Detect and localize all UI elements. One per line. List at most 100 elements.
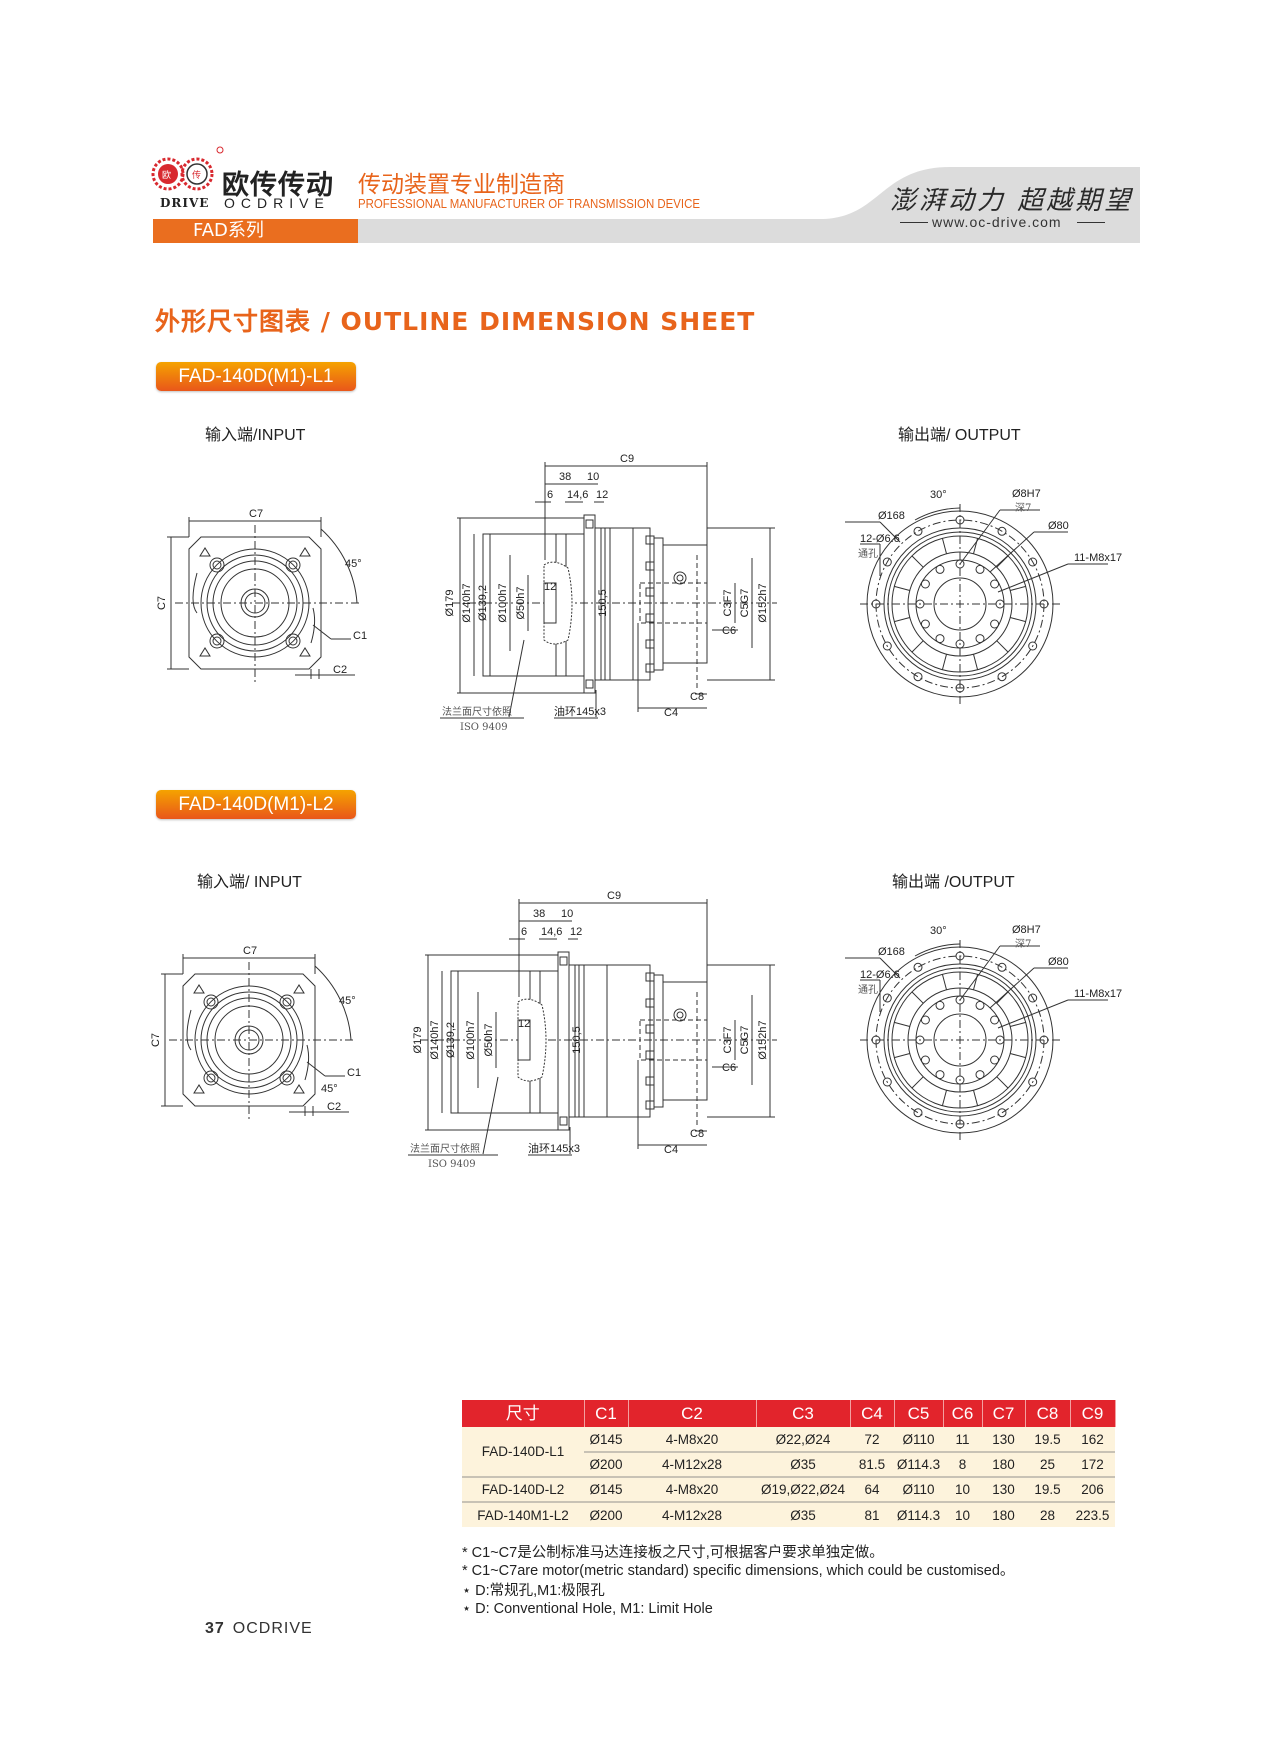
table-header-row: 尺寸 C1 C2 C3 C4 C5 C6 C7 C8 C9 xyxy=(462,1400,1116,1427)
footer-brand: OCDRIVE xyxy=(232,1620,313,1637)
table-cell: Ø35 xyxy=(756,1501,850,1527)
table-cell: 81 xyxy=(850,1501,894,1527)
dimension-table: 尺寸 C1 C2 C3 C4 C5 C6 C7 C8 C9 FAD-140D-L… xyxy=(462,1400,1116,1527)
table-cell: 180 xyxy=(982,1501,1025,1527)
dim-label-d6: 6 xyxy=(521,926,527,938)
table-cell: Ø19,Ø22,Ø24 xyxy=(756,1476,850,1502)
dim-label-threads: 11-M8x17 xyxy=(1074,988,1122,1000)
table-cell: 4-M8x20 xyxy=(628,1476,756,1502)
dim-label-pin: Ø8H7 xyxy=(1012,488,1041,500)
table-cell: Ø200 xyxy=(584,1501,628,1527)
dim-label-c4: C4 xyxy=(664,1144,678,1156)
dim-label-d1392: Ø139,2 xyxy=(445,1022,457,1058)
pin-depth: 深7 xyxy=(1015,938,1031,950)
table-cell: Ø114.3 xyxy=(894,1451,943,1477)
dim-label-d146: 14,6 xyxy=(541,926,562,938)
note: ⋆ D: Conventional Hole, M1: Limit Hole xyxy=(462,1601,713,1617)
dim-label-d50: Ø50h7 xyxy=(483,1023,495,1056)
dim-label-angle45: 45° xyxy=(321,1083,338,1095)
dim-label-c1: C1 xyxy=(347,1067,361,1079)
table-cell: 64 xyxy=(850,1476,894,1502)
note: * C1~C7是公制标准马达连接板之尺寸,可根据客户要求单独定做。 xyxy=(462,1545,884,1561)
dim-label-c8: C8 xyxy=(690,691,704,703)
dim-label-d12: 12 xyxy=(570,926,582,938)
dim-label-d1392: Ø139,2 xyxy=(477,585,489,621)
pin-depth: 深7 xyxy=(1015,502,1031,514)
dim-label-c3: C3F7 xyxy=(722,590,734,617)
table-cell: Ø200 xyxy=(584,1451,628,1477)
dim-label-c7: C7 xyxy=(249,508,263,520)
logo-en-right: OCDRIVE xyxy=(224,195,330,211)
model-badge-l1: FAD-140D(M1)-L1 xyxy=(156,362,356,391)
note: ⋆ D:常规孔,M1:极限孔 xyxy=(462,1583,605,1599)
dim-label-c6: C6 xyxy=(722,625,736,637)
table-cell: 25 xyxy=(1025,1451,1070,1477)
col-header: C8 xyxy=(1025,1400,1071,1427)
dim-label-d38: 38 xyxy=(533,908,545,920)
dim-label-pin: Ø8H7 xyxy=(1012,924,1041,936)
output-view-label: 输出端 /OUTPUT xyxy=(892,874,1015,891)
model-badge-l2: FAD-140D(M1)-L2 xyxy=(156,790,356,819)
through-hole-note: 通孔 xyxy=(858,548,878,560)
dim-label-pcd80: Ø80 xyxy=(1048,956,1069,968)
col-header: C2 xyxy=(628,1400,757,1427)
dim-label-c7: C7 xyxy=(243,945,257,957)
model-cell: FAD-140D-L1 xyxy=(462,1427,584,1477)
table-cell: 19.5 xyxy=(1025,1427,1070,1452)
dim-label-d140: Ø140h7 xyxy=(461,583,473,622)
divider xyxy=(1077,222,1105,223)
table-cell: 180 xyxy=(982,1451,1025,1477)
series-label: FAD系列 xyxy=(153,219,358,243)
logo-badge-left: 欧 xyxy=(162,170,172,180)
dim-label-d10: 10 xyxy=(587,471,599,483)
table-cell: 162 xyxy=(1070,1427,1115,1452)
dim-label-pcd168: Ø168 xyxy=(878,510,905,522)
dim-label-c6: C6 xyxy=(722,1062,736,1074)
table-cell: Ø35 xyxy=(756,1451,850,1477)
table-cell: 4-M12x28 xyxy=(628,1451,756,1477)
input-view-label: 输入端/INPUT xyxy=(205,427,306,444)
dim-label-holes12: 12-Ø6.6 xyxy=(860,969,900,981)
flange-note: 法兰面尺寸依照 xyxy=(410,1142,480,1155)
col-header: 尺寸 xyxy=(462,1400,585,1427)
model-cell: FAD-140M1-L2 xyxy=(462,1501,584,1527)
table-cell: 130 xyxy=(982,1427,1025,1452)
dim-label-d152: Ø152h7 xyxy=(757,1020,769,1059)
logo-en-left: DRIVE xyxy=(160,196,210,210)
col-header: C7 xyxy=(982,1400,1026,1427)
dim-label-d179: Ø179 xyxy=(444,590,456,617)
dim-label-holes12: 12-Ø6.6 xyxy=(860,533,900,545)
tagline-en: PROFESSIONAL MANUFACTURER OF TRANSMISSIO… xyxy=(358,196,700,211)
tagline-cn: 传动装置专业制造商 xyxy=(358,172,565,198)
dim-label-c2: C2 xyxy=(327,1101,341,1113)
dim-label-angle30: 30° xyxy=(930,925,947,937)
dim-label-oil_ring: 油环145x3 xyxy=(528,1141,580,1155)
table-cell: 28 xyxy=(1025,1501,1070,1527)
flange-note: 法兰面尺寸依照 xyxy=(442,705,512,718)
dim-label-oil_ring: 油环145x3 xyxy=(554,704,606,718)
dim-label-c7: C7 xyxy=(156,596,168,610)
col-header: C9 xyxy=(1070,1400,1116,1427)
dim-label-angle45: 45° xyxy=(339,995,356,1007)
col-header: C6 xyxy=(943,1400,983,1427)
dim-label-pcd168: Ø168 xyxy=(878,946,905,958)
slogan: 澎湃动力 超越期望 xyxy=(890,186,1134,216)
dim-label-d6: 6 xyxy=(547,489,553,501)
table-cell: 223.5 xyxy=(1070,1501,1115,1527)
table-cell: 10 xyxy=(943,1501,982,1527)
table-cell: Ø114.3 xyxy=(894,1501,943,1527)
output-view-label: 输出端/ OUTPUT xyxy=(898,427,1021,444)
table-cell: 4-M12x28 xyxy=(628,1501,756,1527)
input-view-label: 输入端/ INPUT xyxy=(197,874,302,891)
col-header: C4 xyxy=(850,1400,895,1427)
table-cell: 130 xyxy=(982,1476,1025,1502)
dim-label-c5: C5G7 xyxy=(739,589,751,618)
iso-note: ISO 9409 xyxy=(428,1159,476,1170)
dim-label-angle30: 30° xyxy=(930,489,947,501)
